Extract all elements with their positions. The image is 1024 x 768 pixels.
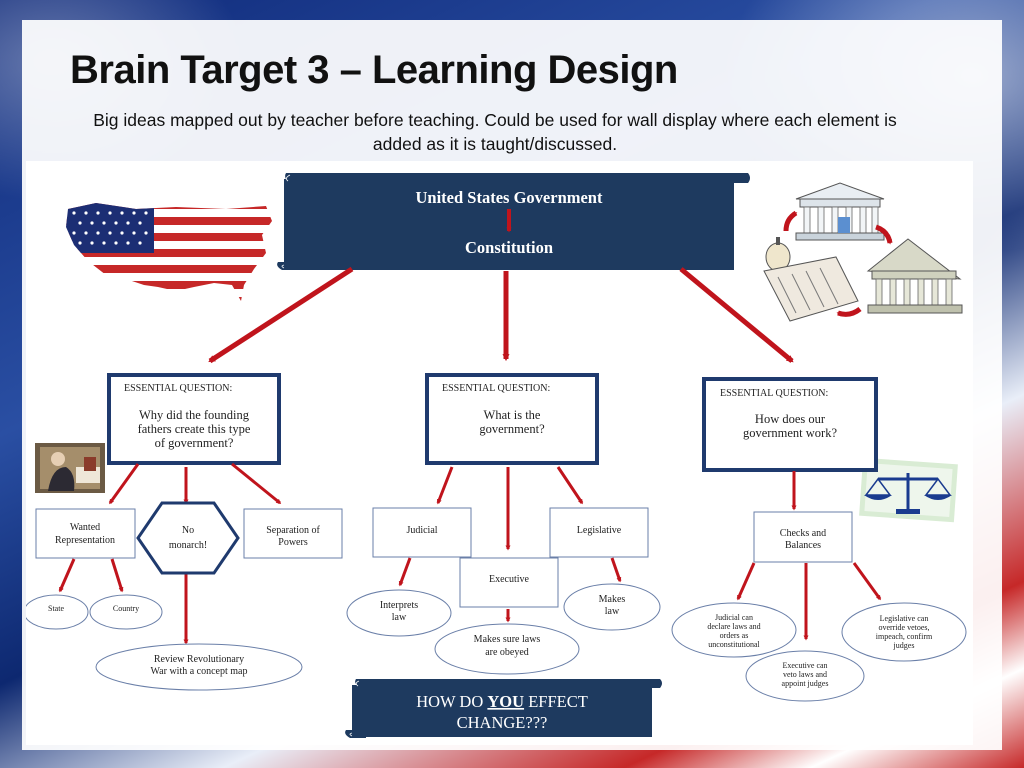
node-makes-sure-laws: Makes sure laws are obeyed — [434, 623, 580, 675]
essential-question-2: ESSENTIAL QUESTION: What is the governme… — [425, 373, 599, 465]
node-text: State — [48, 604, 64, 613]
american-flag-map-icon — [66, 203, 272, 301]
node-text: monarch! — [169, 540, 207, 551]
node-executive: Executive — [459, 557, 559, 608]
node-wanted-representation: Wanted Representation — [35, 508, 136, 559]
question-text-line: government? — [479, 422, 545, 436]
node-checks-and-balances: Checks and Balances — [753, 511, 853, 563]
concept-map-svg: United States Government Constitution ES… — [23, 173, 967, 738]
node-judicial-can: Judicial can declare laws and orders as … — [671, 602, 797, 658]
node-text: Interprets — [380, 600, 418, 611]
question-label: ESSENTIAL QUESTION: — [442, 383, 550, 394]
node-text: are obeyed — [485, 647, 529, 658]
node-text: judges — [893, 641, 915, 650]
node-text: law — [605, 606, 620, 617]
node-text: Review Revolutionary — [154, 654, 244, 665]
node-text: appoint judges — [782, 679, 829, 688]
essential-question-1: ESSENTIAL QUESTION: Why did the founding… — [107, 373, 281, 465]
node-review-revolutionary-war: Review Revolutionary War with a concept … — [95, 643, 303, 691]
question-label: ESSENTIAL QUESTION: — [720, 388, 828, 399]
header-title: United States Government — [416, 188, 603, 207]
secondary-arrows — [58, 462, 882, 645]
founding-father-portrait-icon — [35, 443, 105, 493]
essential-question-3: ESSENTIAL QUESTION: How does our governm… — [702, 377, 878, 472]
header-banner: United States Government Constitution — [277, 173, 750, 270]
node-legislative: Legislative — [549, 507, 649, 558]
node-separation-of-powers: Separation of Powers — [243, 508, 343, 559]
node-text: veto laws and — [783, 670, 827, 679]
node-legislative-can: Legislative can override vetoes, impeach… — [841, 602, 967, 662]
header-subtitle: Constitution — [465, 238, 553, 257]
node-text: orders as — [720, 631, 749, 640]
node-judicial: Judicial — [372, 507, 472, 558]
question-text-line: government work? — [743, 426, 838, 440]
node-text: override vetoes, — [878, 623, 929, 632]
node-text: unconstitutional — [708, 640, 760, 649]
question-text-line: What is the — [484, 408, 541, 422]
node-text: law — [392, 612, 407, 623]
node-text: Legislative can — [880, 614, 929, 623]
node-text: Legislative — [577, 525, 622, 536]
node-text: Powers — [278, 537, 308, 548]
node-interprets-law: Interprets law — [346, 589, 452, 637]
node-text: Judicial can — [715, 613, 753, 622]
node-text: Executive — [489, 574, 530, 585]
question-label: ESSENTIAL QUESTION: — [124, 383, 232, 394]
node-text: Balances — [785, 540, 821, 551]
node-text: Wanted — [70, 522, 100, 533]
node-text: Checks and — [780, 528, 826, 539]
scales-of-justice-icon — [859, 457, 958, 523]
government-buildings-icon — [763, 182, 963, 322]
slide-subtitle: Big ideas mapped out by teacher before t… — [93, 110, 897, 154]
node-text: Country — [113, 604, 139, 613]
node-text: Judicial — [406, 525, 437, 536]
node-text: War with a concept map — [151, 666, 248, 677]
slide-title: Brain Target 3 – Learning Design — [70, 48, 678, 92]
node-text: impeach, confirm — [876, 632, 933, 641]
node-no-monarch: No monarch! — [136, 501, 240, 575]
concept-map: United States Government Constitution ES… — [23, 161, 973, 745]
question-text-line: fathers create this type — [138, 422, 251, 436]
call-to-action-line2: CHANGE??? — [457, 713, 548, 732]
header-arrows — [208, 266, 794, 364]
call-to-action-line1: HOW DO YOU EFFECT — [416, 692, 588, 711]
node-makes-law: Makes law — [563, 583, 661, 631]
node-text: Separation of — [266, 525, 320, 536]
question-text-line: How does our — [755, 412, 826, 426]
node-text: Makes — [599, 594, 626, 605]
node-text: Representation — [55, 535, 115, 546]
node-text: Executive can — [782, 661, 827, 670]
node-text: Makes sure laws — [474, 634, 541, 645]
node-text: declare laws and — [707, 622, 760, 631]
node-country: Country — [89, 594, 163, 630]
call-to-action-banner: HOW DO YOU EFFECT CHANGE??? — [345, 679, 662, 738]
question-text-line: of government? — [155, 436, 234, 450]
question-text-line: Why did the founding — [139, 408, 250, 422]
node-executive-can: Executive can veto laws and appoint judg… — [745, 650, 865, 702]
node-text: No — [182, 525, 194, 536]
node-state: State — [23, 594, 89, 630]
